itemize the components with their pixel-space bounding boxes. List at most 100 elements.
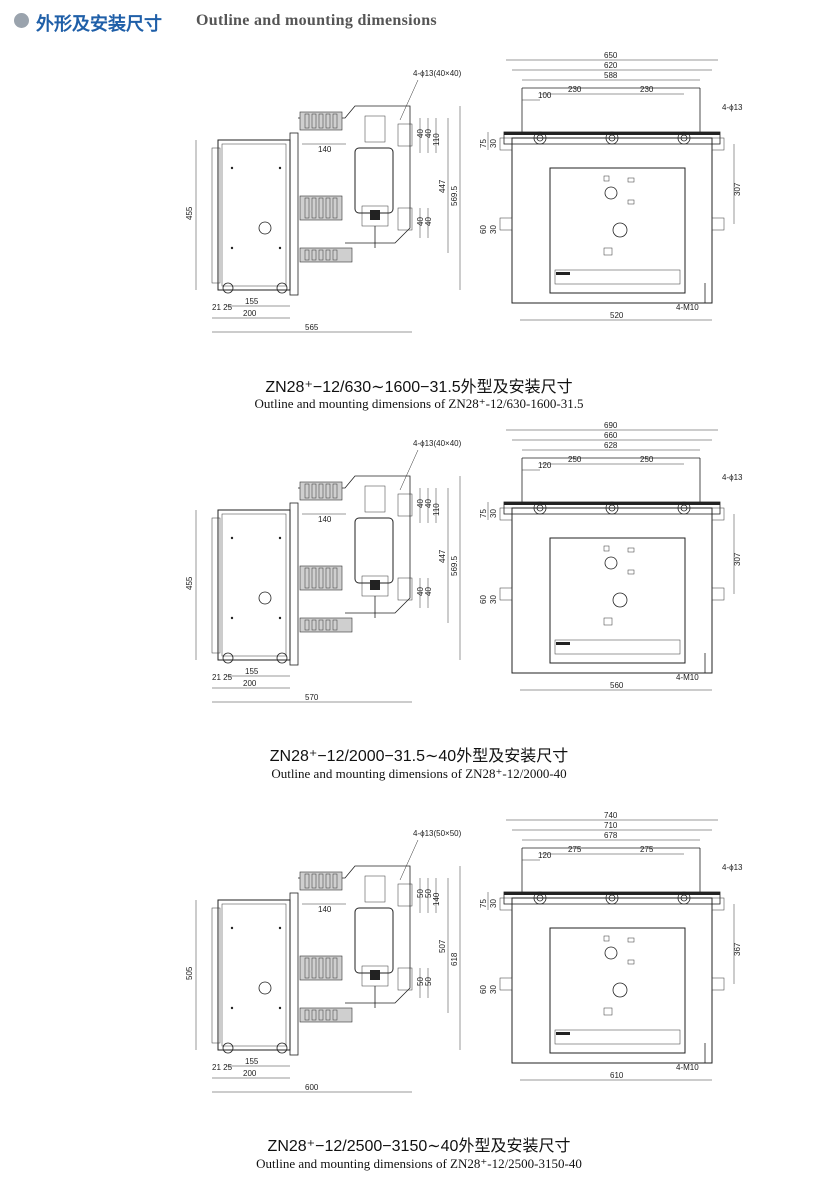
dim-w3: 628 <box>604 441 618 450</box>
dim-230b: 250 <box>640 455 654 464</box>
dim-40d: 50 <box>424 977 433 986</box>
dim-100: 120 <box>538 461 552 470</box>
dim-w2: 620 <box>604 61 618 70</box>
dim-2125: 21 25 <box>212 303 233 312</box>
insulator-lower <box>299 1007 353 1023</box>
dim-60: 60 <box>479 595 488 604</box>
insulator-upper <box>299 481 343 501</box>
dim-40c: 40 <box>416 217 425 226</box>
dim-455: 455 <box>185 576 194 590</box>
dim-75: 75 <box>479 509 488 518</box>
dim-230a: 275 <box>568 845 582 854</box>
m10-label: 4-M10 <box>676 303 699 312</box>
front-view: 690 660 628 120 250 250 4-ϕ13 75 30 307 … <box>479 421 743 691</box>
dim-230a: 250 <box>568 455 582 464</box>
dim-w1: 690 <box>604 421 618 430</box>
dim-100: 120 <box>538 851 552 860</box>
dim-155: 155 <box>245 667 259 676</box>
dim-75: 75 <box>479 899 488 908</box>
front-view: 650 620 588 100 230 230 4-ϕ13 75 30 307 … <box>479 51 743 321</box>
dim-w1: 650 <box>604 51 618 60</box>
hole-label-front: 4-ϕ13 <box>722 103 743 112</box>
side-view: 455 140 4-ϕ13(40×40) 40 40 110 40 40 447… <box>185 69 462 333</box>
dim-75: 75 <box>479 139 488 148</box>
dim-40c: 40 <box>416 587 425 596</box>
insulator-lower <box>299 617 353 633</box>
dim-307: 307 <box>733 182 742 196</box>
caption-cn-2: ZN28⁺−12/2000−31.5∼40外型及安装尺寸 <box>269 748 569 765</box>
side-view: 455 140 4-ϕ13(40×40) 40 40 110 40 40 447… <box>185 439 462 703</box>
dim-30b: 30 <box>489 985 498 994</box>
dim-230a: 230 <box>568 85 582 94</box>
hole-label: 4-ϕ13(40×40) <box>413 439 462 448</box>
dim-40b: 50 <box>424 889 433 898</box>
dim-455: 455 <box>185 206 194 220</box>
insulator-upper <box>299 111 343 131</box>
side-view: 505 140 4-ϕ13(50×50) 50 50 140 50 50 507… <box>185 829 462 1093</box>
dim-520: 610 <box>610 1071 624 1080</box>
dim-110: 110 <box>432 503 441 516</box>
dim-140: 140 <box>318 905 332 914</box>
dim-40a: 40 <box>416 499 425 508</box>
dim-307: 367 <box>733 942 742 956</box>
dim-60: 60 <box>479 985 488 994</box>
dim-520: 560 <box>610 681 624 690</box>
dim-100: 100 <box>538 91 552 100</box>
header-title-cn: 外形及安装尺寸 <box>36 14 162 34</box>
drawing-1: 455 140 4-ϕ13(40×40) 40 40 110 40 40 447… <box>185 51 743 333</box>
dim-30a: 30 <box>489 139 498 148</box>
dim-569: 569.5 <box>450 185 459 206</box>
dim-w3: 588 <box>604 71 618 80</box>
insulator-middle <box>299 565 343 591</box>
dim-40d: 40 <box>424 217 433 226</box>
dim-w1: 740 <box>604 811 618 820</box>
dim-230b: 275 <box>640 845 654 854</box>
dim-w2: 660 <box>604 431 618 440</box>
dim-565: 600 <box>305 1083 319 1092</box>
header-title-en: Outline and mounting dimensions <box>196 12 437 29</box>
hole-label: 4-ϕ13(40×40) <box>413 69 462 78</box>
dim-40a: 50 <box>416 889 425 898</box>
dim-40a: 40 <box>416 129 425 138</box>
dim-w2: 710 <box>604 821 618 830</box>
section-header: 外形及安装尺寸 Outline and mounting dimensions <box>10 8 830 34</box>
dim-110: 140 <box>432 892 441 906</box>
insulator-lower <box>299 247 353 263</box>
caption-en-2: Outline and mounting dimensions of ZN28⁺… <box>271 766 567 781</box>
dim-447: 507 <box>438 939 447 953</box>
bullet-icon <box>14 13 29 28</box>
dim-307: 307 <box>733 552 742 566</box>
dim-40b: 40 <box>424 129 433 138</box>
caption-cn-3: ZN28⁺−12/2500−3150∼40外型及安装尺寸 <box>267 1138 571 1155</box>
dim-200: 200 <box>243 679 257 688</box>
insulator-upper <box>299 871 343 891</box>
dim-40c: 50 <box>416 977 425 986</box>
insulator-middle <box>299 955 343 981</box>
dim-30a: 30 <box>489 899 498 908</box>
dim-140: 140 <box>318 515 332 524</box>
m10-label: 4-M10 <box>676 673 699 682</box>
dim-30b: 30 <box>489 225 498 234</box>
drawing-3: 505 140 4-ϕ13(50×50) 50 50 140 50 50 507… <box>185 811 743 1093</box>
dim-565: 565 <box>305 323 319 332</box>
dim-60: 60 <box>479 225 488 234</box>
hole-label-front: 4-ϕ13 <box>722 473 743 482</box>
front-view: 740 710 678 120 275 275 4-ϕ13 75 30 367 … <box>479 811 743 1081</box>
dim-520: 520 <box>610 311 624 320</box>
dim-140: 140 <box>318 145 332 154</box>
dim-2125: 21 25 <box>212 1063 233 1072</box>
caption-en-1: Outline and mounting dimensions of ZN28⁺… <box>254 396 584 411</box>
dim-40d: 40 <box>424 587 433 596</box>
dim-230b: 230 <box>640 85 654 94</box>
hole-label: 4-ϕ13(50×50) <box>413 829 462 838</box>
dim-200: 200 <box>243 1069 257 1078</box>
dim-40b: 40 <box>424 499 433 508</box>
caption-en-3: Outline and mounting dimensions of ZN28⁺… <box>256 1156 582 1171</box>
dim-447: 447 <box>438 179 447 193</box>
caption-cn-1: ZN28⁺−12/630∼1600−31.5外型及安装尺寸 <box>265 379 573 396</box>
dim-30b: 30 <box>489 595 498 604</box>
dim-w3: 678 <box>604 831 618 840</box>
m10-label: 4-M10 <box>676 1063 699 1072</box>
dim-110: 110 <box>432 133 441 146</box>
dim-30a: 30 <box>489 509 498 518</box>
